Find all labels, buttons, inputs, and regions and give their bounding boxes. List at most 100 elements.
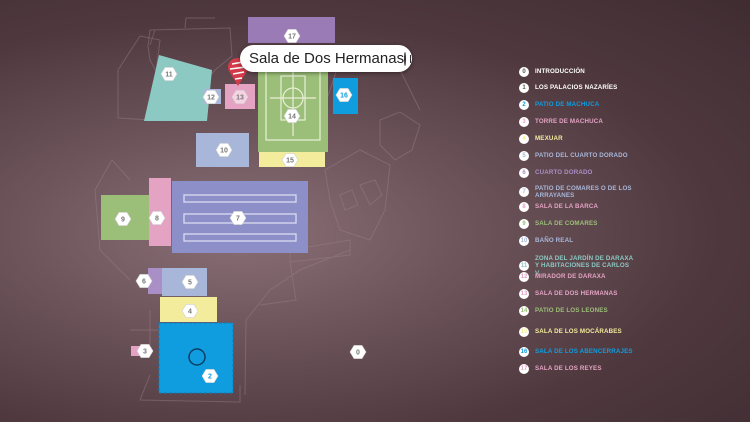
marker-badge	[135, 274, 153, 288]
legend-item-1[interactable]: 1 LOS PALACIOS NAZARÍES	[519, 83, 635, 93]
marker-label: 11	[165, 72, 173, 79]
legend-label: MIRADOR DE DARAXA	[535, 273, 606, 281]
legend-number-badge: 8	[519, 202, 529, 212]
legend-item-2[interactable]: 2 PATIO DE MACHUCA	[519, 100, 635, 110]
legend-number-badge: 12	[519, 272, 529, 282]
legend-item-11[interactable]: 11 ZONA DEL JARDÍN DE DARAXA Y HABITACION…	[519, 255, 635, 277]
marker-label: 4	[188, 309, 192, 316]
legend-label: PATIO DE LOS LEONES	[535, 307, 608, 315]
room-6-cuarto-dorado[interactable]	[148, 268, 162, 294]
map-marker-6[interactable]: 6	[135, 274, 153, 288]
plus-circle-icon[interactable]	[404, 51, 412, 66]
marker-badge	[202, 90, 220, 104]
marker-label: 7	[236, 216, 240, 223]
marker-label: 9	[121, 217, 125, 224]
map-marker-10[interactable]: 10	[215, 143, 233, 157]
marker-badge	[148, 211, 166, 225]
legend-item-10[interactable]: 10 BAÑO REAL	[519, 236, 635, 246]
legend-label: ZONA DEL JARDÍN DE DARAXA Y HABITACIONES…	[535, 255, 634, 277]
legend-number-badge: 3	[519, 117, 529, 127]
map-marker-7[interactable]: 7	[229, 211, 247, 225]
marker-badge	[181, 275, 199, 289]
marker-label: 15	[286, 158, 294, 165]
legend-item-8[interactable]: 8 SALA DE LA BARCA	[519, 202, 635, 212]
legend-label: SALA DE LA BARCA	[535, 203, 599, 211]
marker-label: 17	[288, 34, 296, 41]
legend-label: PATIO DEL CUARTO DORADO	[535, 152, 628, 160]
legend-number-badge: 10	[519, 236, 529, 246]
map-marker-17[interactable]: 17	[283, 29, 301, 43]
legend-item-6[interactable]: 6 CUARTO DORADO	[519, 168, 635, 178]
marker-label: 16	[340, 93, 348, 100]
legend-number-badge: 16	[519, 347, 529, 357]
legend-item-16[interactable]: 16 SALA DE LOS ABENCERRAJES	[519, 347, 635, 357]
room-tooltip[interactable]: Sala de Dos Hermanas	[240, 45, 412, 72]
legend-number-badge: 17	[519, 364, 529, 374]
marker-label: 12	[207, 95, 215, 102]
map-marker-14[interactable]: 14	[283, 109, 301, 123]
map-marker-8[interactable]: 8	[148, 211, 166, 225]
map-marker-0[interactable]: 0	[349, 345, 367, 359]
legend-label: SALA DE DOS HERMANAS	[535, 290, 618, 298]
legend-number-badge: 2	[519, 100, 529, 110]
map-marker-12[interactable]: 12	[202, 90, 220, 104]
marker-label: 2	[208, 374, 212, 381]
marker-label: 14	[288, 114, 296, 121]
marker-label: 8	[155, 216, 159, 223]
legend-number-badge: 14	[519, 306, 529, 316]
legend-number-badge: 6	[519, 168, 529, 178]
map-marker-15[interactable]: 15	[281, 153, 299, 167]
legend-number-badge: 15	[519, 327, 529, 337]
legend-item-0[interactable]: 0 INTRODUCCIÓN	[519, 67, 635, 77]
map-marker-2[interactable]: 2	[201, 369, 219, 383]
legend-label: TORRE DE MACHUCA	[535, 118, 603, 126]
legend-number-badge: 0	[519, 67, 529, 77]
map-marker-16[interactable]: 16	[335, 88, 353, 102]
marker-label: 10	[220, 148, 228, 155]
marker-badge	[136, 344, 154, 358]
legend-item-14[interactable]: 14 PATIO DE LOS LEONES	[519, 306, 635, 316]
legend-item-13[interactable]: 13 SALA DE DOS HERMANAS	[519, 289, 635, 299]
legend-item-15[interactable]: 15 SALA DE LOS MOCÁRABES	[519, 327, 635, 337]
legend-label: CUARTO DORADO	[535, 169, 593, 177]
marker-badge	[160, 67, 178, 81]
legend-number-badge: 11	[519, 261, 529, 272]
legend-label: PATIO DE MACHUCA	[535, 101, 600, 109]
background-outline	[94, 17, 421, 403]
marker-badge	[215, 143, 233, 157]
legend-item-17[interactable]: 17 SALA DE LOS REYES	[519, 364, 635, 374]
map-marker-9[interactable]: 9	[114, 212, 132, 226]
legend-label: MEXUAR	[535, 135, 563, 143]
marker-label: 5	[188, 280, 192, 287]
legend-label: LOS PALACIOS NAZARÍES	[535, 84, 618, 92]
legend-item-12[interactable]: 12 MIRADOR DE DARAXA	[519, 272, 635, 282]
marker-badge	[335, 88, 353, 102]
room-11-jardin-de-daraxa[interactable]	[144, 55, 212, 121]
legend-number-badge: 1	[519, 83, 529, 93]
legend-number-badge: 13	[519, 289, 529, 299]
legend-label: BAÑO REAL	[535, 237, 574, 245]
room-2-patio-de-machuca[interactable]	[158, 322, 234, 394]
legend-label: SALA DE LOS REYES	[535, 365, 602, 373]
marker-label: 13	[236, 95, 244, 102]
map-marker-3[interactable]: 3	[136, 344, 154, 358]
map-marker-4[interactable]: 4	[181, 304, 199, 318]
map-marker-5[interactable]: 5	[181, 275, 199, 289]
legend-item-3[interactable]: 3 TORRE DE MACHUCA	[519, 117, 635, 127]
legend-label: SALA DE LOS MOCÁRABES	[535, 328, 622, 336]
marker-badge	[229, 211, 247, 225]
legend-label: SALA DE LOS ABENCERRAJES	[535, 348, 633, 356]
map-marker-11[interactable]: 11	[160, 67, 178, 81]
map-marker-13[interactable]: 13	[231, 90, 249, 104]
marker-label: 3	[143, 349, 147, 356]
map-markers: 0 2 3 4 5 6 7 8 9 10 11 12 13 14 15 16 17	[114, 29, 367, 383]
legend-item-5[interactable]: 5 PATIO DEL CUARTO DORADO	[519, 151, 635, 161]
marker-badge	[283, 29, 301, 43]
legend-label: INTRODUCCIÓN	[535, 68, 585, 76]
legend-number-badge: 9	[519, 219, 529, 229]
legend-number-badge: 5	[519, 151, 529, 161]
legend-label: PATIO DE COMARES O DE LOS ARRAYANES	[535, 185, 632, 200]
